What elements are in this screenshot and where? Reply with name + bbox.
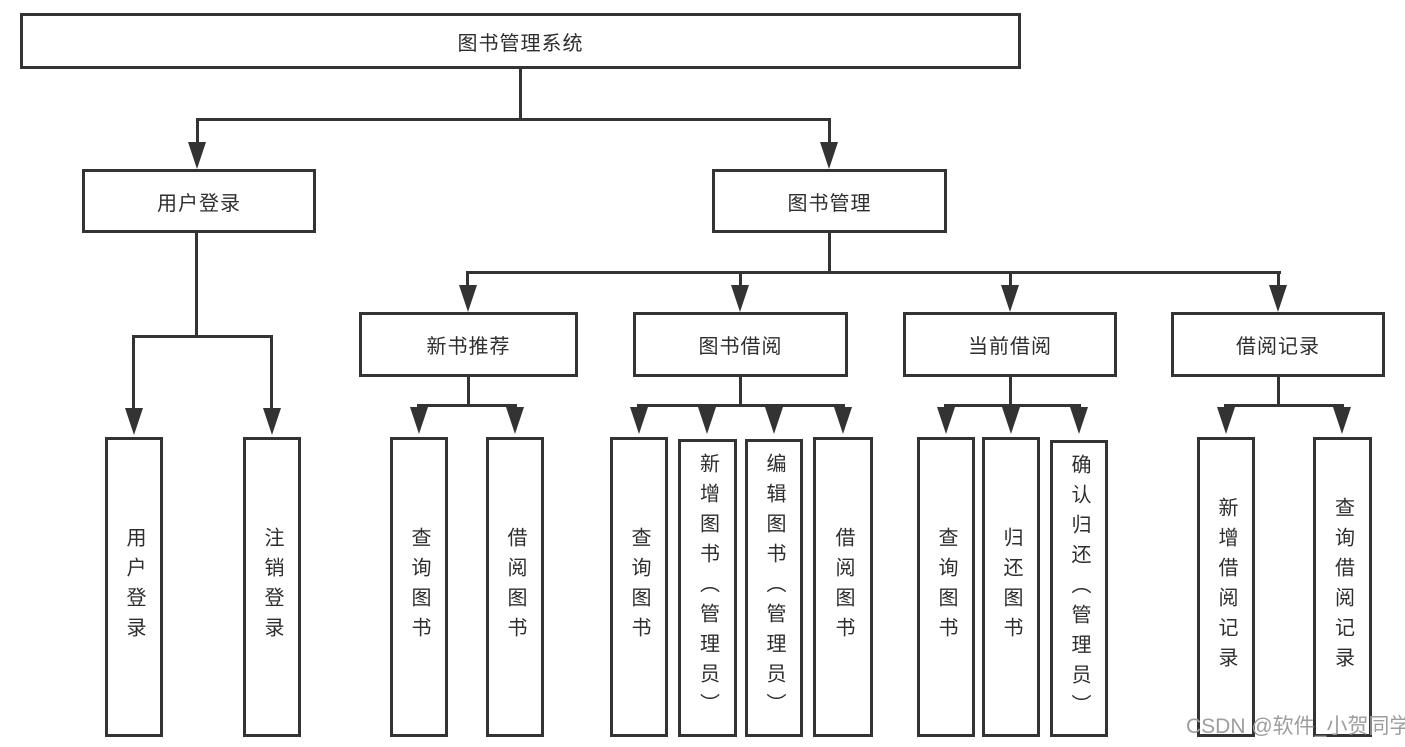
connector-line xyxy=(739,271,742,289)
arrowhead-down-icon xyxy=(125,408,143,435)
arrowhead-down-icon xyxy=(188,142,206,169)
leaf-newbook-borrow: 借阅图书 xyxy=(486,437,544,737)
leaf-current-return: 归还图书 xyxy=(982,437,1040,737)
leaf-borrow-edit-admin-label: 编辑图书（管理员） xyxy=(763,453,785,723)
leaf-current-return-label: 归还图书 xyxy=(1000,527,1022,647)
leaf-borrow-borrow-label: 借阅图书 xyxy=(832,527,854,647)
leaf-user-login: 用户登录 xyxy=(105,437,163,737)
leaf-borrow-edit-admin: 编辑图书（管理员） xyxy=(745,439,803,737)
connector-line xyxy=(466,271,469,289)
connector-line xyxy=(1009,271,1012,289)
arrowhead-down-icon xyxy=(459,285,477,312)
leaf-newbook-query-label: 查询图书 xyxy=(408,527,430,647)
leaf-current-query: 查询图书 xyxy=(917,437,975,737)
connector-line xyxy=(196,118,831,121)
arrowhead-down-icon xyxy=(1333,407,1351,434)
leaf-record-add: 新增借阅记录 xyxy=(1197,437,1255,737)
leaf-borrow-add-admin: 新增图书（管理员） xyxy=(678,439,737,737)
leaf-current-confirm-return-admin-label: 确认归还（管理员） xyxy=(1068,453,1090,724)
leaf-record-query: 查询借阅记录 xyxy=(1313,437,1372,737)
node-borrow-record-label: 借阅记录 xyxy=(1236,336,1320,358)
leaf-borrow-add-admin-label: 新增图书（管理员） xyxy=(696,453,719,723)
connector-line xyxy=(828,233,831,274)
node-book-management: 图书管理 xyxy=(712,169,947,233)
connector-line xyxy=(739,377,742,407)
leaf-newbook-borrow-label: 借阅图书 xyxy=(504,527,526,647)
node-current-borrow: 当前借阅 xyxy=(903,312,1117,377)
connector-line xyxy=(195,233,198,338)
arrowhead-down-icon xyxy=(1269,285,1287,312)
arrowhead-down-icon xyxy=(506,407,524,434)
arrowhead-down-icon xyxy=(630,407,648,434)
connector-line xyxy=(467,377,470,407)
watermark: CSDN @软件_小贺同学 xyxy=(1186,715,1405,738)
leaf-record-add-label: 新增借阅记录 xyxy=(1215,497,1237,677)
connector-line xyxy=(828,118,831,146)
node-new-book-recommend: 新书推荐 xyxy=(359,312,578,377)
node-borrow-record: 借阅记录 xyxy=(1171,312,1385,377)
leaf-current-confirm-return-admin: 确认归还（管理员） xyxy=(1050,440,1108,737)
connector-line xyxy=(637,404,845,407)
arrowhead-down-icon xyxy=(263,408,281,435)
arrowhead-down-icon xyxy=(731,285,749,312)
arrowhead-down-icon xyxy=(1002,407,1020,434)
node-book-management-label: 图书管理 xyxy=(787,192,872,215)
node-root-label: 图书管理系统 xyxy=(457,32,584,55)
connector-line xyxy=(466,271,1281,274)
leaf-record-query-label: 查询借阅记录 xyxy=(1331,497,1354,677)
connector-line xyxy=(944,404,1081,407)
arrowhead-down-icon xyxy=(698,407,716,434)
connector-line xyxy=(270,335,273,409)
connector-line xyxy=(1224,404,1344,407)
connector-line xyxy=(1277,377,1280,407)
leaf-user-login-label: 用户登录 xyxy=(123,527,145,647)
node-book-borrow: 图书借阅 xyxy=(633,312,848,377)
connector-line xyxy=(132,335,135,409)
leaf-borrow-query: 查询图书 xyxy=(610,437,668,737)
node-book-borrow-label: 图书借阅 xyxy=(698,336,783,358)
node-user-login-label: 用户登录 xyxy=(157,192,241,215)
connector-line xyxy=(1009,377,1012,407)
leaf-borrow-borrow: 借阅图书 xyxy=(813,437,873,737)
connector-line xyxy=(1277,271,1280,289)
leaf-borrow-query-label: 查询图书 xyxy=(628,527,650,647)
arrowhead-down-icon xyxy=(937,407,955,434)
connector-line xyxy=(196,118,199,146)
arrowhead-down-icon xyxy=(1001,285,1019,312)
arrowhead-down-icon xyxy=(834,407,852,434)
connector-line xyxy=(417,404,517,407)
leaf-current-query-label: 查询图书 xyxy=(935,527,957,647)
node-user-login: 用户登录 xyxy=(82,169,316,233)
connector-line xyxy=(132,335,273,338)
arrowhead-down-icon xyxy=(1070,407,1088,434)
arrowhead-down-icon xyxy=(765,407,783,434)
leaf-logout: 注销登录 xyxy=(243,437,301,737)
arrowhead-down-icon xyxy=(1217,407,1235,434)
arrowhead-down-icon xyxy=(820,142,838,169)
node-root: 图书管理系统 xyxy=(20,13,1021,69)
leaf-newbook-query: 查询图书 xyxy=(390,437,448,737)
leaf-logout-label: 注销登录 xyxy=(261,527,283,647)
arrowhead-down-icon xyxy=(410,407,428,434)
node-current-borrow-label: 当前借阅 xyxy=(968,336,1052,358)
connector-line xyxy=(519,69,522,120)
node-new-book-recommend-label: 新书推荐 xyxy=(426,336,511,358)
